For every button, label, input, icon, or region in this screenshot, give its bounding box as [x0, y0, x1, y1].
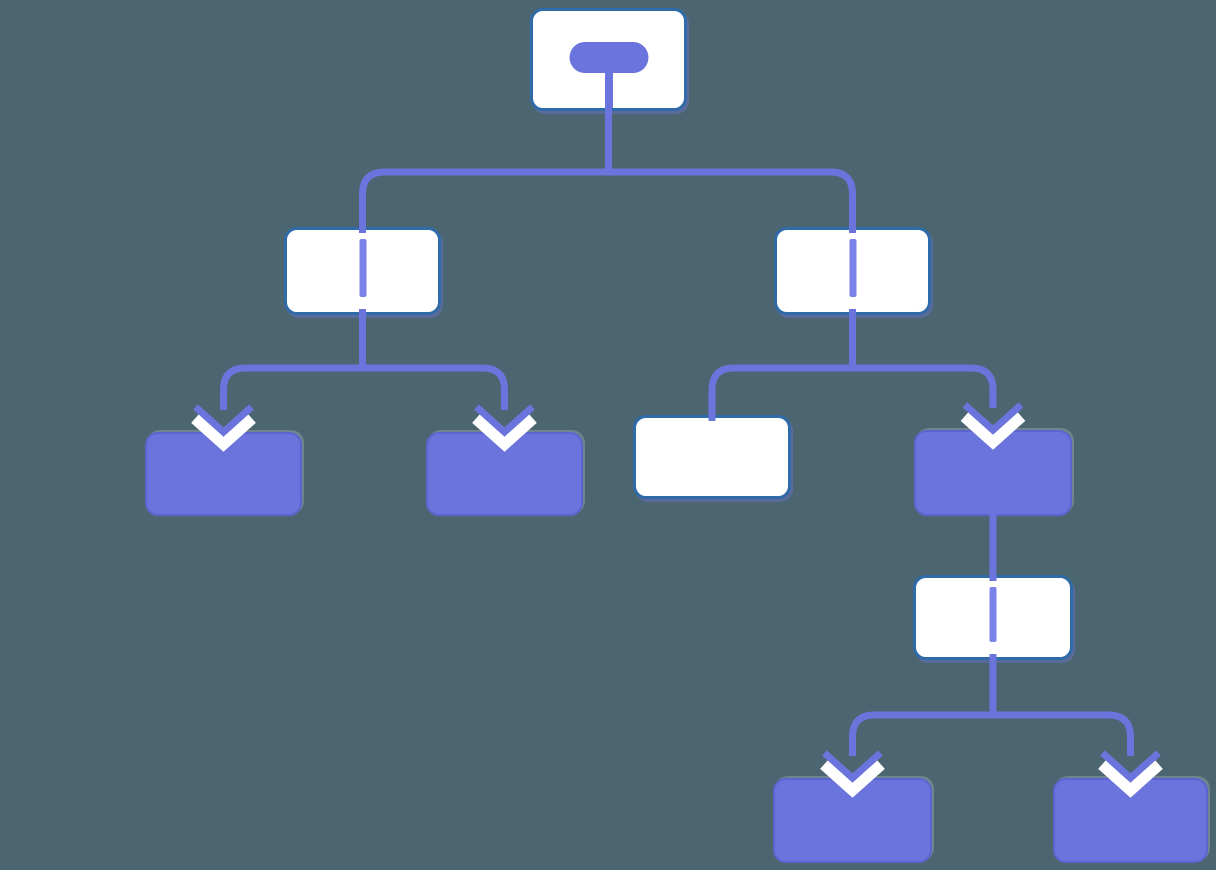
edge-branch-mid-leaf-6 [989, 654, 1134, 756]
pass-through-line-icon [359, 239, 366, 297]
tree-node-branch-right[interactable] [774, 227, 931, 315]
edge-branch-left-leaf-1 [220, 309, 366, 410]
tree-node-branch-left[interactable] [284, 227, 441, 315]
tree-node-leaf-1[interactable] [145, 432, 302, 516]
edge-branch-right-leaf-4 [849, 309, 997, 408]
tree-node-root[interactable] [530, 8, 687, 111]
edge-branch-mid-leaf-5 [849, 654, 997, 756]
pass-through-line-icon [989, 587, 997, 642]
edge-branch-left-leaf-2 [359, 309, 508, 410]
tree-node-leaf-4[interactable] [914, 430, 1072, 516]
edge-branch-right-leaf-3 [708, 309, 856, 421]
root-node-stem [604, 67, 613, 108]
edge-root-branch-left [359, 105, 612, 233]
edge-root-branch-right [605, 105, 856, 233]
tree-node-leaf-6[interactable] [1053, 778, 1208, 863]
root-node-icon [569, 42, 648, 73]
tree-node-leaf-2[interactable] [426, 432, 583, 516]
pass-through-line-icon [849, 239, 856, 297]
tree-node-leaf-5[interactable] [773, 778, 932, 863]
tree-node-branch-mid[interactable] [913, 575, 1073, 660]
tree-node-leaf-3[interactable] [633, 415, 791, 499]
